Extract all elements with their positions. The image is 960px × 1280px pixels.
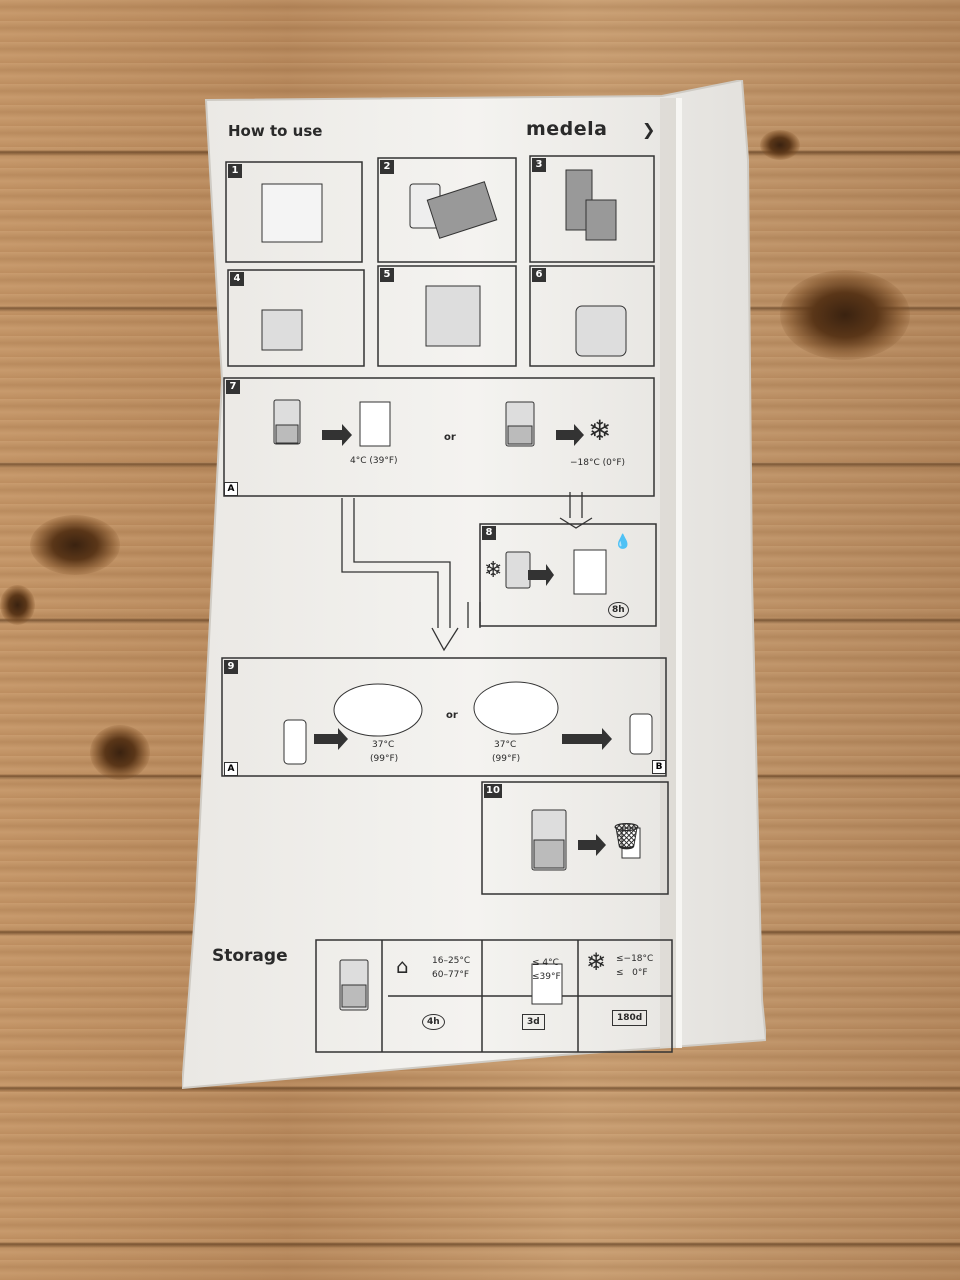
bag-outline <box>182 80 766 1090</box>
step-number: 4 <box>230 272 244 286</box>
wood-knot <box>0 585 35 625</box>
snowflake-icon: ❄ <box>586 948 607 976</box>
how-to-use-title: How to use <box>228 122 323 140</box>
fridge-storage-time: 3d <box>522 1014 545 1030</box>
snowflake-icon: ❄ <box>484 558 503 583</box>
option-a-label: A <box>224 482 238 496</box>
storage-title: Storage <box>212 946 288 966</box>
medela-logo-icon: ❯ <box>642 120 656 139</box>
wood-knot <box>760 130 800 160</box>
step-number: 3 <box>532 158 546 172</box>
snowflake-icon: ❄ <box>588 414 612 447</box>
freezer-storage-temp-c: ≤−18°C <box>616 954 654 964</box>
freezer-storage-temp-f: ≤ 0°F <box>616 968 648 978</box>
step-number: 8 <box>482 526 496 540</box>
fridge-temperature: 4°C (39°F) <box>350 456 398 466</box>
fridge-storage-temp-f: ≤39°F <box>532 972 561 982</box>
breast-milk-storage-bag: How to use medela ❯ 1 2 3 4 5 6 7 8 9 10… <box>182 80 766 1090</box>
medela-logo: medela <box>526 118 608 140</box>
step-number: 7 <box>226 380 240 394</box>
wood-knot <box>30 515 120 575</box>
step-number: 10 <box>484 784 502 798</box>
freezer-temperature: −18°C (0°F) <box>570 458 626 468</box>
wood-knot <box>780 270 910 360</box>
step-number: 5 <box>380 268 394 282</box>
warm-temperature-a-f: (99°F) <box>370 754 399 764</box>
fridge-storage-temp-c: ≤ 4°C <box>532 958 559 968</box>
room-temperature-c: 16–25°C <box>432 956 471 966</box>
wood-knot <box>90 725 150 780</box>
option-a-label: A <box>224 762 238 776</box>
or-label: or <box>446 710 458 721</box>
trash-bin-icon: 🗑 <box>610 822 644 852</box>
warm-temperature-a: 37°C <box>372 740 395 750</box>
step-number: 9 <box>224 660 238 674</box>
step-number: 1 <box>228 164 242 178</box>
or-label: or <box>444 432 456 443</box>
warm-temperature-b: 37°C <box>494 740 517 750</box>
step-number: 6 <box>532 268 546 282</box>
water-drops-icon: 💧 <box>614 534 632 550</box>
step-number: 2 <box>380 160 394 174</box>
room-temperature-f: 60–77°F <box>432 970 470 980</box>
option-b-label: B <box>652 760 666 774</box>
freezer-storage-time: 180d <box>612 1010 648 1026</box>
thaw-time: 8h <box>608 602 629 618</box>
house-thermometer-icon: ⌂ <box>396 954 409 978</box>
room-storage-time: 4h <box>422 1014 445 1030</box>
warm-temperature-b-f: (99°F) <box>492 754 521 764</box>
